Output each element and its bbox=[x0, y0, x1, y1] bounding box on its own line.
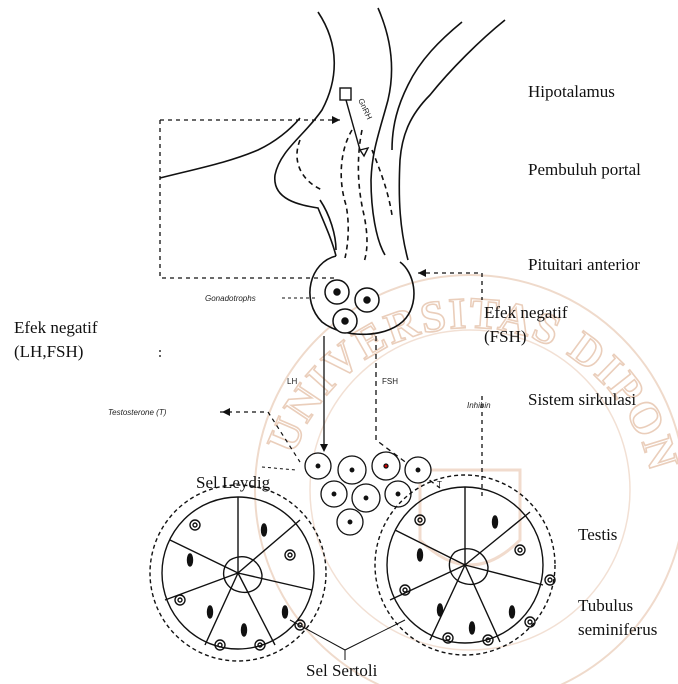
lh-arrow bbox=[320, 444, 328, 452]
t-label: T bbox=[437, 480, 442, 489]
label-sel-leydig: Sel Leydig bbox=[196, 473, 271, 492]
gonadotrophs-label: Gonadotrophs bbox=[205, 294, 256, 303]
label-sel-sertoli: Sel Sertoli bbox=[306, 661, 378, 680]
fsh-label: FSH bbox=[382, 377, 398, 386]
label-efek-negatif-left-hormones: (LH,FSH) bbox=[14, 342, 83, 361]
label-efek-negatif-right-hormone: (FSH) bbox=[484, 327, 527, 346]
feedback-left-loop bbox=[160, 120, 340, 360]
label-sistem-sirkulasi: Sistem sirkulasi bbox=[528, 390, 636, 409]
label-efek-negatif-left: Efek negatif bbox=[14, 318, 98, 337]
testosterone-label: Testosterone (T) bbox=[108, 408, 167, 417]
leydig-pointer bbox=[262, 467, 296, 470]
label-efek-negatif-right: Efek negatif bbox=[484, 303, 568, 322]
gnrh-label: GnRH bbox=[356, 97, 374, 121]
leydig-cell-cluster bbox=[305, 452, 431, 535]
lh-label: LH bbox=[287, 377, 297, 386]
label-pituitari-anterior: Pituitari anterior bbox=[528, 255, 640, 274]
seminiferous-tubule-left bbox=[150, 485, 326, 661]
feedback-left-arrow bbox=[332, 116, 340, 124]
label-hipotalamus: Hipotalamus bbox=[528, 82, 615, 101]
feedback-right-arrow bbox=[418, 269, 426, 277]
label-pembuluh-portal: Pembuluh portal bbox=[528, 160, 641, 179]
inhibin-label: Inhibin bbox=[467, 401, 491, 410]
sertoli-pointers bbox=[290, 620, 405, 660]
label-tubulus: Tubulus bbox=[578, 596, 633, 615]
testosterone-arrow bbox=[222, 408, 230, 416]
label-seminiferus: seminiferus bbox=[578, 620, 657, 639]
label-testis: Testis bbox=[578, 525, 617, 544]
